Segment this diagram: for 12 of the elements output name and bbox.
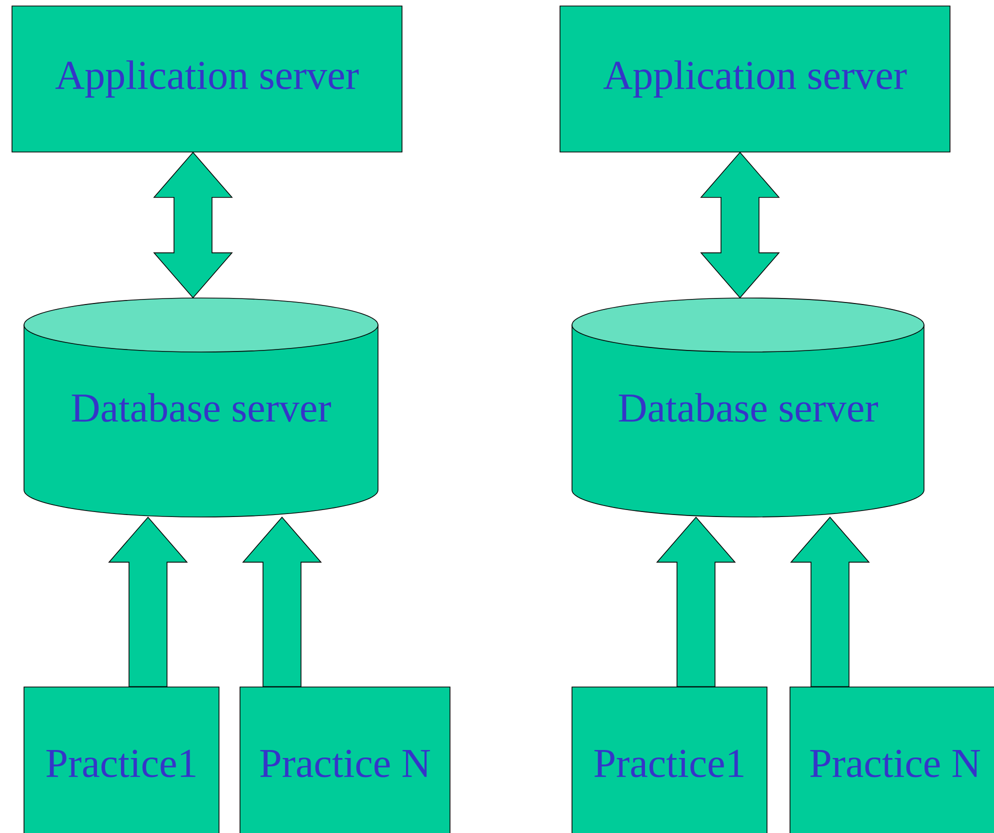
server-box: Application server	[12, 6, 402, 152]
practice-box: Practice N	[240, 686, 450, 833]
practice-box: Practice1	[24, 686, 220, 833]
block-arrow	[108, 516, 188, 687]
database-cylinder: Database server	[572, 298, 924, 518]
block-arrow	[656, 516, 736, 687]
server-box: Application server	[560, 6, 950, 152]
block-arrow	[790, 516, 870, 687]
database-cylinder: Database server	[24, 298, 378, 518]
practice-box: Practice1	[572, 686, 768, 833]
practice-box: Practice N	[790, 686, 994, 833]
block-arrow	[242, 516, 322, 687]
